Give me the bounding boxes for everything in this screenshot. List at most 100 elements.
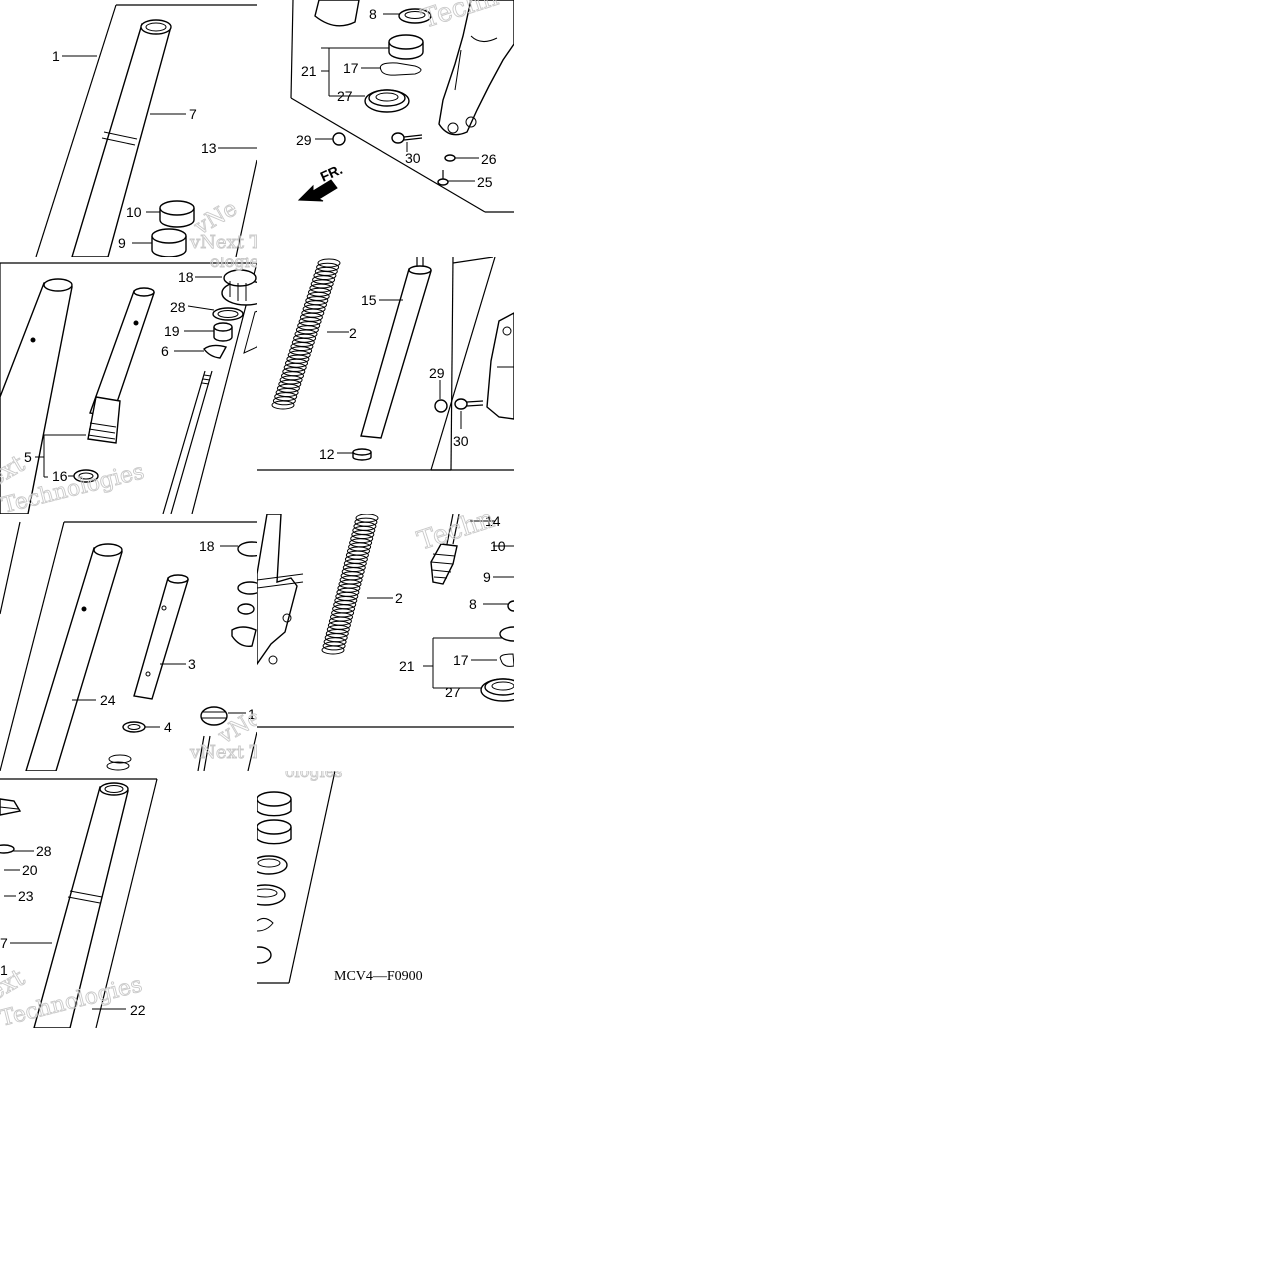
callout-27: 27 xyxy=(337,88,353,104)
tile-fork-tube: 1 7 13 10 9 vNext Tec vNe xyxy=(0,0,257,257)
spring-coil xyxy=(317,258,341,268)
watermark-fragment: ologies xyxy=(210,257,257,271)
callout-23: 23 xyxy=(18,888,34,904)
collar-1 xyxy=(200,706,228,726)
washer-12 xyxy=(352,448,372,461)
fork-spring-2 xyxy=(321,514,379,655)
tile-steering-bearings-art: FR. 8 21 17 27 29 30 26 25 Techn xyxy=(290,0,514,213)
clip-17b xyxy=(499,653,514,667)
spring-coil xyxy=(301,308,325,318)
bolt-fragment xyxy=(0,798,22,854)
callout-21: 21 xyxy=(301,63,317,79)
spring-coil xyxy=(279,375,303,385)
watermark-fragment: vNext Tec xyxy=(189,232,257,253)
outer-tube xyxy=(0,278,73,514)
ring-28 xyxy=(212,307,244,321)
fr-arrow-icon xyxy=(297,179,338,202)
rod xyxy=(162,370,213,514)
spring-coil xyxy=(283,362,307,372)
callout-10: 10 xyxy=(490,538,506,554)
watermark-fragment: ologies xyxy=(285,771,342,781)
tile-damper-rod: 18 28 19 6 5 16 ext Technologies ologies xyxy=(0,257,257,514)
callout-25: 25 xyxy=(477,174,493,190)
tile-inner-tube-lower: 28 20 23 7 1 22 ext Technologies xyxy=(0,771,257,1028)
ring-stack xyxy=(257,791,292,964)
callout-22: 22 xyxy=(130,1002,146,1018)
seal-16 xyxy=(73,469,99,483)
fork-spring xyxy=(271,258,341,410)
spring-coil xyxy=(271,400,295,410)
bearing-upper-b xyxy=(499,626,514,642)
bearing-lower xyxy=(364,89,410,113)
spring-coil xyxy=(274,392,298,402)
spring-coil xyxy=(289,346,313,356)
fork-bridge xyxy=(438,0,514,136)
bolt-18-fragment xyxy=(231,541,257,647)
callout-4: 4 xyxy=(164,719,172,735)
spring-coil xyxy=(290,342,314,351)
spring-coil xyxy=(295,325,319,335)
callout-28: 28 xyxy=(170,299,186,315)
callout-20: 20 xyxy=(22,862,38,878)
callout-12: 12 xyxy=(319,446,335,462)
tile-spring-bearings: 2 14 10 9 8 21 17 27 Techn xyxy=(257,514,514,771)
callout-24: 24 xyxy=(100,692,116,708)
callout-1: 1 xyxy=(0,962,8,978)
spring-coil xyxy=(313,271,337,280)
callout-16: 16 xyxy=(52,468,68,484)
callout-29: 29 xyxy=(296,132,312,148)
spring-coil xyxy=(306,291,330,301)
ring-8b xyxy=(507,600,514,612)
callout-10: 10 xyxy=(126,204,142,220)
callout-21: 21 xyxy=(399,658,415,674)
steering-cap xyxy=(314,0,360,27)
outer-tube-24 xyxy=(25,543,123,771)
spring-coil xyxy=(285,358,308,368)
washer-4 xyxy=(122,721,146,733)
spring-coil xyxy=(294,329,318,339)
callout-26: 26 xyxy=(481,151,497,167)
callout-7: 7 xyxy=(189,106,197,122)
tile-bearings-lower-art: MCV4—F0900 ologies xyxy=(257,771,423,984)
piece-19 xyxy=(213,322,233,342)
tile-fork-tube-art: 1 7 13 10 9 vNext Tec vNe xyxy=(35,4,257,257)
callout-7: 7 xyxy=(0,935,8,951)
fr-label: FR. xyxy=(318,161,345,185)
spring-coil xyxy=(312,275,336,285)
tile-inner-tube-lower-art: 28 20 23 7 1 22 ext Technologies xyxy=(0,778,158,1028)
screw-25 xyxy=(437,170,449,186)
spring-coil xyxy=(272,396,296,406)
callout-9: 9 xyxy=(483,569,491,585)
cap-29 xyxy=(332,132,346,146)
tile-fork-spring: 2 15 12 29 30 xyxy=(257,257,514,514)
callout-18: 18 xyxy=(178,269,194,285)
callout-28: 28 xyxy=(36,843,52,859)
inner-tube xyxy=(71,19,172,257)
clip-17 xyxy=(379,62,422,76)
callout-1: 1 xyxy=(52,48,60,64)
cap-29b xyxy=(434,399,448,413)
callout-13: 13 xyxy=(201,140,217,156)
tile-bearings-lower: MCV4—F0900 ologies xyxy=(257,771,514,1028)
inner-tube-lower xyxy=(33,782,129,1028)
rod-fragment xyxy=(197,735,211,771)
spring-coil xyxy=(297,321,321,331)
callout-15: 15 xyxy=(361,292,377,308)
callout-30: 30 xyxy=(453,433,469,449)
tile-steering-bearings: FR. 8 21 17 27 29 30 26 25 Techn xyxy=(257,0,514,257)
bearing-lower-b xyxy=(480,678,514,702)
bushing-9 xyxy=(151,228,187,257)
seat-6 xyxy=(203,344,228,359)
callout-30: 30 xyxy=(405,150,421,166)
damper-cylinder xyxy=(87,287,155,444)
callout-18: 18 xyxy=(199,538,215,554)
piston-3 xyxy=(133,574,189,700)
callout-2: 2 xyxy=(349,325,357,341)
callout-14: 14 xyxy=(485,514,501,529)
callout-6: 6 xyxy=(161,343,169,359)
callout-5: 5 xyxy=(24,449,32,465)
callout-9: 9 xyxy=(118,235,126,251)
tile-damper-rod-art: 18 28 19 6 5 16 ext Technologies ologies xyxy=(0,257,257,514)
callout-17: 17 xyxy=(453,652,469,668)
callout-29: 29 xyxy=(429,365,445,381)
